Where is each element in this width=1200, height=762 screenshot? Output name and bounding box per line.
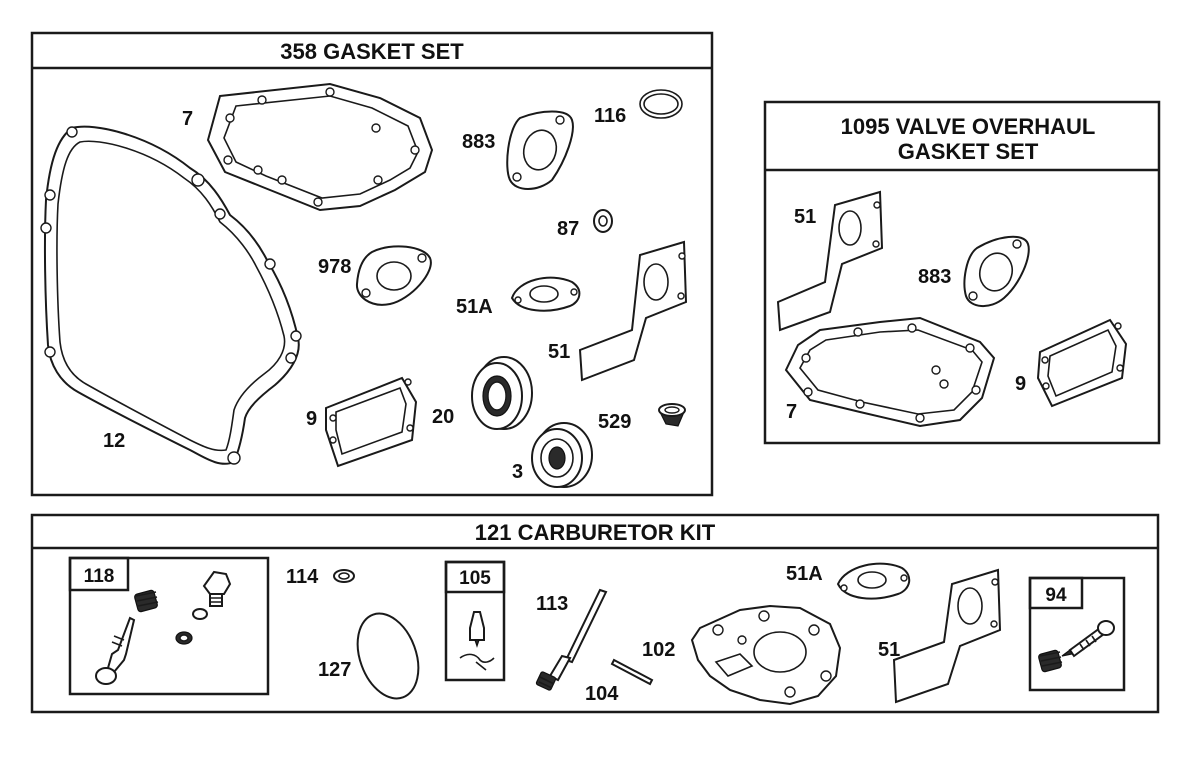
gasket-set-panel: 358 GASKET SET 12 7 [30, 31, 714, 497]
label-9-valve: 9 [1015, 373, 1026, 395]
valve-set-title-line2: GASKET SET [898, 139, 1039, 164]
label-127: 127 [318, 659, 351, 681]
label-51: 51 [548, 341, 570, 363]
gasket-set-frame [30, 31, 714, 497]
gasket-978 [355, 245, 432, 306]
breather-gasket-9-valve [1036, 318, 1128, 408]
intake-gasket-883-valve [963, 235, 1030, 307]
valve-set-frame [763, 100, 1161, 445]
subkit-105-box: 105 [444, 560, 506, 682]
spring-118 [134, 589, 159, 613]
carb-kit-title: 121 CARBURETOR KIT [475, 520, 716, 545]
gasket-set-title: 358 GASKET SET [280, 39, 464, 64]
o-ring-116 [639, 89, 683, 119]
pin-104 [610, 658, 654, 686]
label-114: 114 [286, 566, 319, 588]
crankcase-gasket-12 [40, 125, 302, 465]
label-116: 116 [594, 105, 626, 127]
diaphragm-disc-127 [356, 612, 420, 700]
label-3: 3 [512, 461, 523, 483]
head-gasket-7-valve [784, 316, 996, 428]
head-gasket-7 [206, 82, 434, 212]
label-104: 104 [585, 683, 619, 705]
label-12: 12 [103, 430, 125, 452]
carburetor-gasket-102 [690, 604, 842, 706]
o-ring-114 [333, 569, 355, 583]
plate-gasket-51 [578, 240, 688, 382]
label-51A: 51A [456, 296, 493, 318]
spring-94 [1038, 649, 1063, 673]
label-7: 7 [182, 108, 193, 130]
label-51-valve: 51 [794, 206, 816, 228]
label-51A-carb: 51A [786, 563, 823, 585]
mixture-screw-118 [95, 616, 136, 685]
needle-valve-105 [469, 611, 485, 641]
washer-118 [192, 608, 208, 620]
label-978: 978 [318, 256, 351, 278]
subkit-94-box: 94 [1028, 576, 1126, 692]
plug-529 [658, 403, 686, 427]
subkit-118-box: 118 [68, 556, 270, 696]
valve-overhaul-panel: 1095 VALVE OVERHAUL GASKET SET 51 883 7 [763, 100, 1161, 445]
oil-seal-20 [471, 356, 533, 430]
label-105: 105 [459, 568, 491, 589]
label-883: 883 [462, 131, 495, 153]
label-118: 118 [84, 566, 115, 587]
label-87: 87 [557, 218, 579, 240]
label-113: 113 [536, 593, 568, 615]
label-20: 20 [432, 406, 454, 428]
carb-kit-frame [30, 513, 1160, 714]
idle-screw-94 [1061, 620, 1115, 658]
breather-gasket-9 [325, 376, 418, 468]
fitting-118 [202, 570, 232, 607]
plate-gasket-51-carb [892, 568, 1002, 704]
plate-gasket-51-valve [776, 190, 884, 332]
label-7-valve: 7 [786, 401, 797, 423]
oil-seal-3 [531, 422, 593, 488]
seal-87 [593, 209, 613, 233]
gasket-51A-carb [836, 562, 911, 600]
label-9: 9 [306, 408, 317, 430]
carburetor-kit-panel: 121 CARBURETOR KIT 118 [30, 513, 1160, 714]
label-94: 94 [1045, 585, 1067, 606]
label-102: 102 [642, 639, 675, 661]
clip-105 [459, 653, 495, 671]
gasket-51A [510, 276, 581, 312]
intake-gasket-883 [506, 110, 574, 190]
label-529: 529 [598, 411, 631, 433]
label-51-carb: 51 [878, 639, 900, 661]
throttle-shaft-113 [535, 588, 608, 691]
label-883-valve: 883 [918, 266, 951, 288]
valve-set-title-line1: 1095 VALVE OVERHAUL [841, 114, 1096, 139]
